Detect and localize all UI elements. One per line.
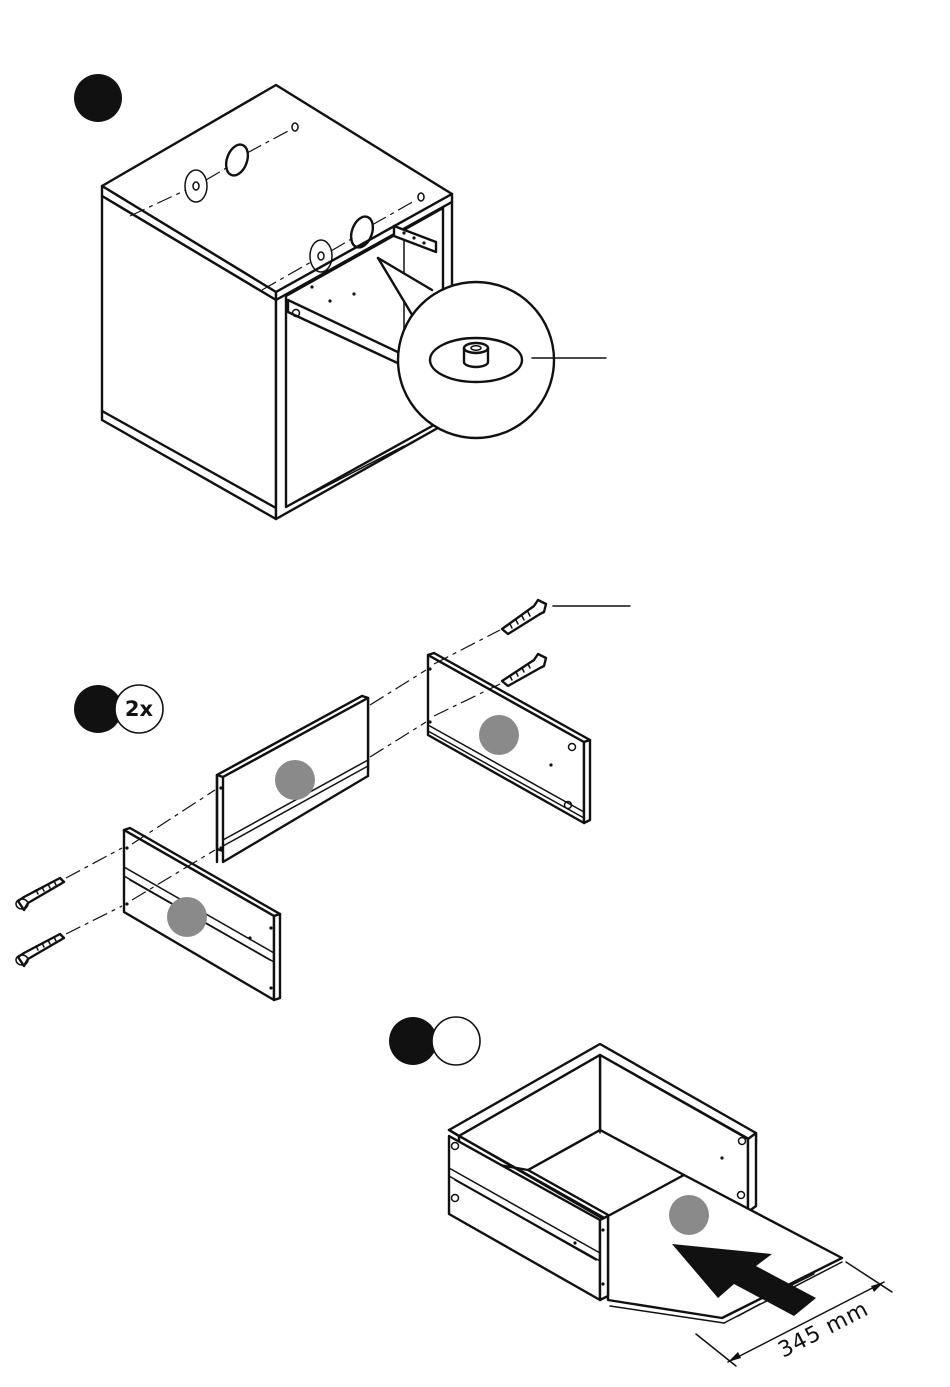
drawer-front-panel: [124, 828, 280, 1000]
step-3-secondary-badge: [432, 1017, 480, 1065]
cabinet-drawing: [102, 85, 452, 519]
part-marker-right-panel: [479, 715, 519, 755]
screw-2-icon: [502, 654, 546, 686]
step-2-quantity-label: 2x: [125, 697, 154, 721]
part-marker-bottom-board: [669, 1195, 709, 1235]
part-marker-front-panel: [167, 897, 207, 937]
step-1-badge-icon: [74, 74, 122, 122]
step-1-group: [74, 74, 606, 519]
step-2-group: 2x: [16, 600, 630, 1000]
part-marker-back-panel: [275, 760, 315, 800]
drawer-back-panel: [217, 696, 368, 862]
step-3-group: 345 mm: [389, 1017, 892, 1366]
screw-4-icon: [16, 934, 64, 966]
step-3-badge-icon: [389, 1017, 437, 1065]
screw-1-icon: [502, 600, 546, 634]
screw-3-icon: [16, 878, 64, 910]
